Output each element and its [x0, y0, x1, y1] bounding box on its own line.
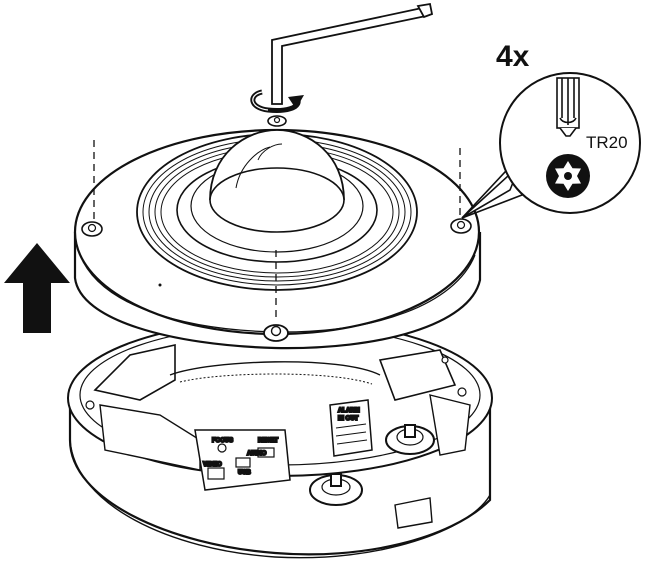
hex-key-icon	[271, 2, 434, 105]
board-label-in-out: IN OUT	[338, 416, 359, 422]
connector-board: RESET FOCUS AUDIO VIDEO USB	[194, 429, 291, 491]
dome-bubble	[209, 129, 345, 233]
mounting-post-front	[309, 473, 363, 506]
cover-screw-front	[263, 324, 289, 342]
torx-tr20-icon	[546, 154, 590, 198]
board-label-focus: FOCUS	[212, 438, 233, 444]
board-label-reset: RESET	[258, 438, 278, 444]
bit-size-label: TR20	[586, 133, 628, 152]
up-arrow-icon	[4, 243, 70, 333]
board-label-usb: USB	[238, 470, 251, 476]
cover-screw-back	[267, 115, 287, 127]
mounting-post-right	[385, 424, 435, 455]
cover-screw-left	[81, 221, 103, 237]
alignment-guides	[93, 140, 461, 322]
screwdriver-bit-icon	[556, 77, 580, 137]
alarm-terminal: ALARM IN OUT	[329, 399, 373, 457]
board-label-alarm: ALARM	[338, 408, 360, 414]
dome-cover	[73, 115, 482, 350]
camera-base: RESET FOCUS AUDIO VIDEO USB ALARM IN OUT	[67, 319, 493, 559]
cover-screw-right	[450, 218, 472, 234]
bit-callout: 4x TR20	[461, 40, 641, 219]
board-label-audio: AUDIO	[247, 451, 267, 457]
board-label-video: VIDEO	[203, 462, 222, 468]
rotate-icon	[250, 89, 304, 113]
quantity-label: 4x	[496, 40, 530, 73]
